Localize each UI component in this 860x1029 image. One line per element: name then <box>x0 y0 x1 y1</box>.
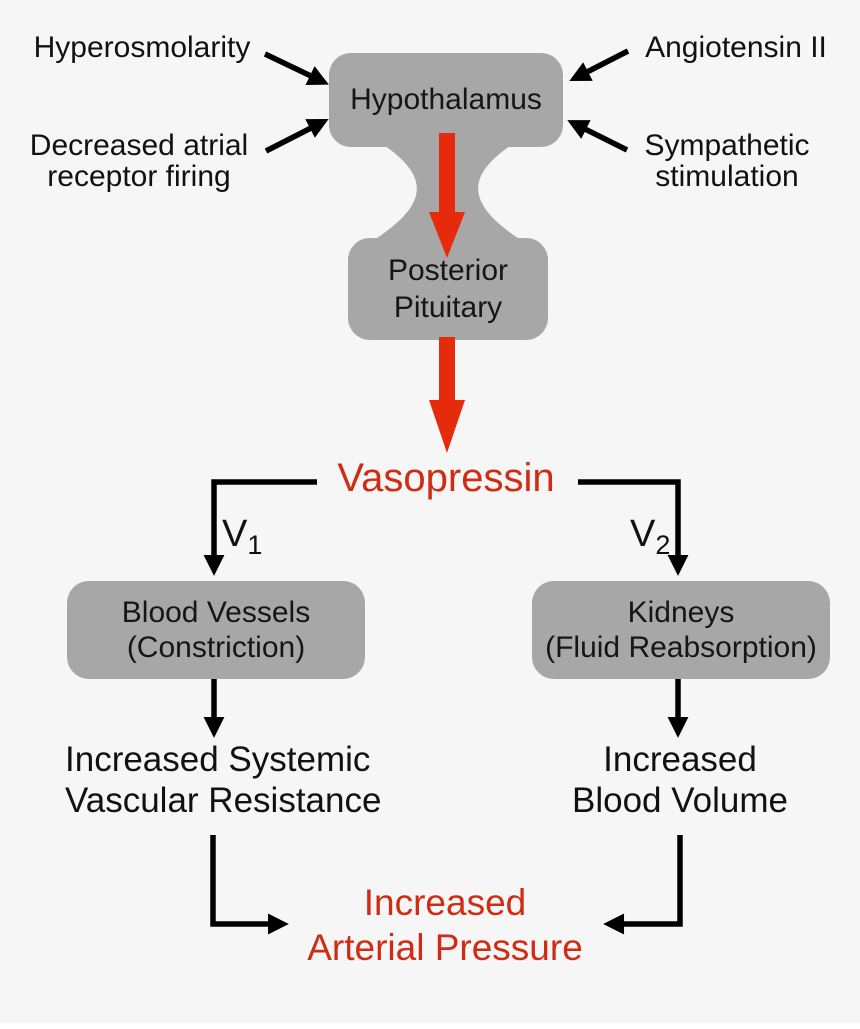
kidneys-label-line1: Kidneys <box>627 596 735 629</box>
blood-volume-line1: Increased <box>603 740 757 779</box>
arterial-pressure-line1: Increased <box>363 882 527 923</box>
sympathetic-line2: stimulation <box>655 160 799 193</box>
blood-volume-to-arterial-pressure-arrow <box>603 835 683 935</box>
pituitary-to-vasopressin-red-arrow <box>429 337 465 453</box>
sympathetic-label: Sympathetic stimulation <box>597 130 857 192</box>
blood-volume-label: Increased Blood Volume <box>530 739 830 821</box>
pituitary-stalk-shape <box>366 140 529 245</box>
posterior-pituitary-label-line2: Pituitary <box>393 291 503 324</box>
svr-to-arterial-pressure-arrow <box>210 835 289 935</box>
vasopressin-label: Vasopressin <box>337 456 555 500</box>
svr-line2: Vascular Resistance <box>65 781 382 820</box>
v2-subscript: 2 <box>655 530 671 560</box>
blood-vessels-label-line1: Blood Vessels <box>121 596 311 629</box>
v1-receptor-label: V1 <box>222 513 263 560</box>
angiotensin-label: Angiotensin II <box>645 31 827 64</box>
arterial-pressure-label: Increased Arterial Pressure <box>295 880 595 970</box>
blood-volume-line2: Blood Volume <box>572 781 788 820</box>
decreased-atrial-line1: Decreased atrial <box>29 129 249 162</box>
bottom-margin-strip <box>0 1023 860 1029</box>
kidneys-node: Kidneys (Fluid Reabsorption) <box>532 581 830 679</box>
hyperosmolarity-label: Hyperosmolarity <box>33 31 251 64</box>
decreased-atrial-line2: receptor firing <box>47 160 231 193</box>
blood-vessels-node: Blood Vessels (Constriction) <box>67 581 365 679</box>
decreased-atrial-arrow <box>264 118 329 154</box>
posterior-pituitary-label-line1: Posterior <box>387 254 509 287</box>
hypothalamus-node: Hypothalamus <box>329 53 563 147</box>
systemic-vascular-resistance-label: Increased Systemic Vascular Resistance <box>65 739 382 821</box>
arterial-pressure-line2: Arterial Pressure <box>307 927 583 968</box>
kidneys-label-line2: (Fluid Reabsorption) <box>545 631 817 664</box>
v1-subscript: 1 <box>247 530 263 560</box>
hypothalamus-label: Hypothalamus <box>350 83 542 116</box>
svr-line1: Increased Systemic <box>65 740 371 779</box>
sympathetic-line1: Sympathetic <box>644 129 810 162</box>
blood-vessels-label-line2: (Constriction) <box>126 631 306 664</box>
posterior-pituitary-node: Posterior Pituitary <box>348 238 548 340</box>
decreased-atrial-label: Decreased atrial receptor firing <box>9 130 269 192</box>
v2-receptor-label: V2 <box>630 513 671 560</box>
